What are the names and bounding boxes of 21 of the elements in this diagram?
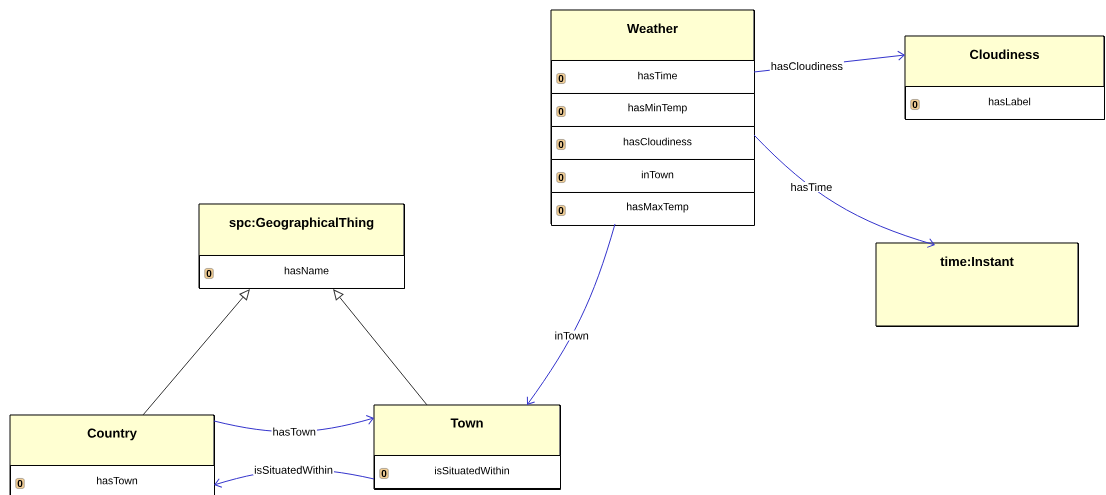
edge-label: hasTime [789, 181, 834, 193]
attribute-row: 0 hasCloudiness [551, 126, 755, 160]
arrow [753, 134, 935, 248]
edge-label: inTown [553, 330, 590, 341]
arrow [526, 223, 616, 405]
generalization-arrow [333, 289, 428, 406]
class-box: time:Instant [875, 242, 1079, 327]
attribute-row: 0 hasLabel [905, 86, 1105, 120]
attribute-row: 0 hasTime [551, 60, 755, 94]
node-label: hasTown [97, 476, 138, 485]
edge-label: hasCloudiness [769, 61, 844, 72]
attribute-row: 0 hasMinTemp [551, 93, 755, 127]
attribute-row: 0 hasMaxTemp [551, 192, 755, 226]
attribute-row: 0 isSituatedWithin [374, 455, 561, 489]
attribute-row: 0 hasTown [10, 465, 215, 495]
attribute-row: 0 inTown [551, 159, 755, 193]
attribute-row: 0 hasName [199, 255, 405, 289]
generalization-arrow [142, 289, 250, 416]
edge-label: hasTown [271, 426, 317, 437]
node-label: 0 [17, 479, 23, 488]
edge-label: isSituatedWithin [253, 464, 334, 475]
